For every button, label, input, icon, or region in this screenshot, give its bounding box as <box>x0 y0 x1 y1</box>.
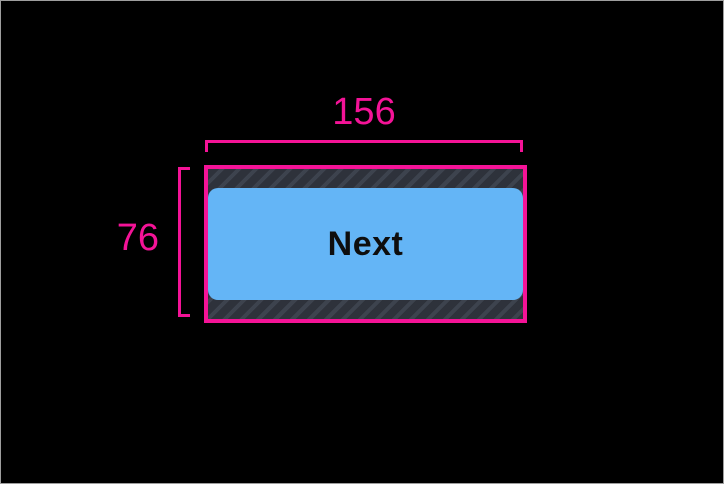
next-button-label: Next <box>327 224 404 263</box>
width-measurement-bracket <box>205 140 523 152</box>
height-dimension-label: 76 <box>116 217 159 259</box>
next-button[interactable]: Next <box>208 188 523 300</box>
width-dimension-label: 156 <box>332 91 396 133</box>
touch-target-highlight: Next <box>204 165 527 323</box>
height-measurement-bracket <box>178 167 190 317</box>
